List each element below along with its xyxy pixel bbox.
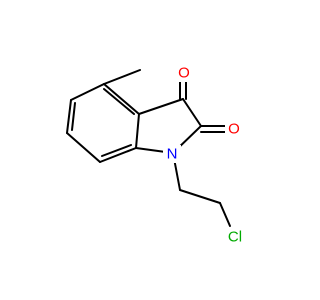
- bond: [103, 83, 140, 115]
- bond: [219, 202, 231, 227]
- atom-label-bg: [163, 145, 181, 163]
- bond: [103, 69, 141, 85]
- atom-label-bg: [225, 120, 243, 138]
- atom-label-bg: [222, 228, 248, 246]
- bond: [66, 99, 72, 134]
- nitrogen-label: N: [167, 146, 178, 163]
- bond: [103, 88, 135, 115]
- bond: [182, 98, 202, 127]
- bond: [71, 102, 76, 131]
- bond: [138, 98, 184, 115]
- bond: [179, 189, 221, 204]
- bond: [99, 147, 137, 163]
- chlorine-label: Cl: [228, 229, 242, 246]
- bond: [135, 113, 140, 149]
- bonds: [66, 69, 231, 227]
- bond: [70, 83, 105, 101]
- oxygen-label-1: O: [178, 65, 190, 82]
- oxygen-label-2: O: [228, 121, 240, 138]
- atom-label-bg: [175, 64, 193, 82]
- molecule-structure: O O N Cl: [66, 64, 248, 246]
- bond: [66, 132, 101, 163]
- bond: [101, 144, 132, 157]
- atom-labels: O O N Cl: [163, 64, 248, 246]
